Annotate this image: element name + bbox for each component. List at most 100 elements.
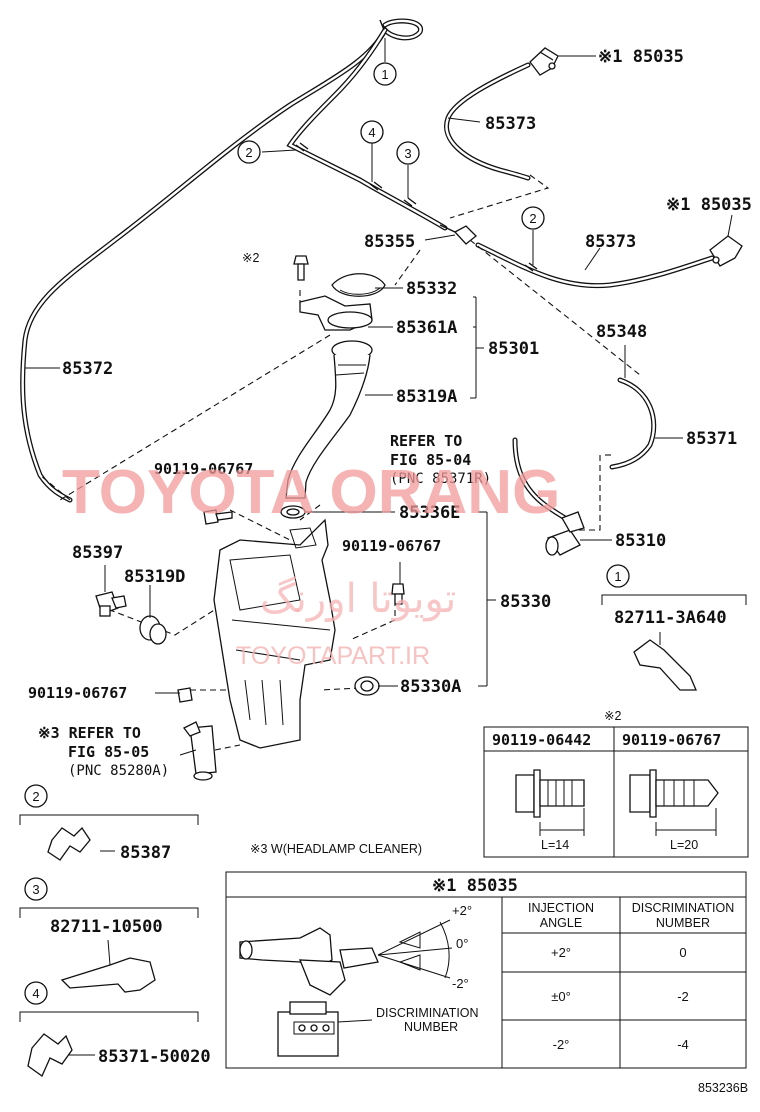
- nozzle-angle-plus2: +2°: [452, 903, 472, 918]
- callout-4: 4: [360, 120, 384, 144]
- guide-lines: [39, 174, 641, 751]
- callout-2a: 2: [237, 140, 261, 164]
- tank-85330: [213, 518, 336, 749]
- hose-85372: [20, 18, 423, 503]
- label-85330: 85330: [500, 592, 551, 612]
- joint-85355: [439, 224, 477, 245]
- label-85301: 85301: [488, 339, 539, 359]
- refer1-line1: REFER TO: [390, 432, 462, 450]
- bolt-table-len2: L=20: [670, 838, 698, 852]
- bolt-table-len1: L=14: [541, 838, 569, 852]
- label-85371-50020: 85371-50020: [98, 1047, 211, 1067]
- nozzle-disc-caption-1: DISCRIMINATION: [376, 1006, 479, 1020]
- legend-1-num: 1: [614, 569, 621, 584]
- refer1-line2: FIG 85-04: [390, 451, 471, 469]
- inlet-85319A: [285, 340, 373, 499]
- hose-85373-mid: [475, 242, 715, 289]
- grommet-85330A: [354, 676, 380, 696]
- oring-85336E: [280, 505, 306, 519]
- hose-85371-refer: [512, 437, 568, 521]
- nozzle-table-title: ※1 85035: [432, 876, 518, 896]
- legend-2: 2 85387: [19, 784, 199, 863]
- headlamp-note: ※3 W(HEADLAMP CLEANER): [250, 842, 422, 856]
- cap-85332: [331, 273, 386, 297]
- refer1-line3: (PNC 85371R): [390, 471, 491, 487]
- nozzle-row3-disc: -4: [677, 1037, 689, 1052]
- label-85319A: 85319A: [396, 387, 457, 407]
- bolt-table-col2: 90119-06767: [622, 731, 721, 749]
- bolt-table: ※2 90119-06442 90119-06767 L=14 L=20: [483, 709, 749, 858]
- nozzle-row2-disc: -2: [677, 989, 689, 1004]
- nozzle-85035-top: [529, 47, 559, 76]
- nozzle-row1-angle: +2°: [551, 945, 571, 960]
- legend-4: 4 85371-50020: [19, 981, 211, 1077]
- refer2-line3: (PNC 85280A): [68, 763, 169, 779]
- callout-3-text: 3: [404, 146, 411, 161]
- legend-3: 3 82711-10500: [19, 877, 199, 993]
- bracket-85361A: [299, 295, 373, 331]
- callout-3: 3: [396, 141, 420, 165]
- hose-85373-top: [444, 62, 531, 181]
- nozzle-row3-angle: -2°: [553, 1037, 570, 1052]
- grommet-85319D: [139, 615, 167, 645]
- callout-1-text: 1: [381, 67, 388, 82]
- nozzle-angle-0: 0°: [456, 936, 468, 951]
- legend-4-num: 4: [32, 986, 39, 1001]
- refer2-line2: FIG 85-05: [68, 743, 149, 761]
- bolt-90119-a: [203, 509, 233, 525]
- label-85387: 85387: [120, 843, 171, 863]
- hose-85372-b: [286, 27, 448, 231]
- leader-lines: [25, 38, 733, 1056]
- label-85310: 85310: [615, 531, 666, 551]
- label-82711-10500: 82711-10500: [50, 917, 163, 937]
- nozzle-table: ※1 85035 INJECTION ANGLE DISCRIMINATION …: [225, 871, 747, 1069]
- legend-1: 1 82711-3A640: [601, 564, 747, 691]
- label-85035-top: ※1 85035: [598, 47, 684, 67]
- hose-clips: [295, 19, 538, 272]
- nozzle-row2-angle: ±0°: [551, 989, 571, 1004]
- label-85319D: 85319D: [124, 567, 185, 587]
- refer2-line1: ※3 REFER TO: [38, 724, 141, 742]
- hose-85371: [609, 377, 657, 470]
- label-85355: 85355: [364, 232, 415, 252]
- bolt-star2: [293, 255, 309, 281]
- label-bolt-90119-a: 90119-06767: [154, 460, 253, 478]
- callout-2b-text: 2: [529, 211, 536, 226]
- legend-3-num: 3: [32, 882, 39, 897]
- label-bolt-90119-b: 90119-06767: [342, 537, 441, 555]
- label-85371: 85371: [686, 429, 737, 449]
- nozzle-header-disc-2: NUMBER: [656, 916, 710, 930]
- label-85373-mid: 85373: [585, 232, 636, 252]
- nozzle-disc-caption-2: NUMBER: [404, 1020, 458, 1034]
- label-85373-top: 85373: [485, 114, 536, 134]
- callout-1: 1: [373, 62, 397, 86]
- nozzle-row1-disc: 0: [679, 945, 686, 960]
- label-85336E: 85336E: [399, 503, 460, 523]
- label-85361A: 85361A: [396, 318, 457, 338]
- nozzle-85035-right: [709, 235, 743, 267]
- label-85035-right: ※1 85035: [666, 195, 752, 215]
- motor-85310: [545, 511, 585, 556]
- label-85332: 85332: [406, 279, 457, 299]
- nozzle-header-angle-2: ANGLE: [540, 916, 582, 930]
- callout-4-text: 4: [368, 125, 375, 140]
- callout-2b: 2: [521, 206, 545, 230]
- bolt-table-col1: 90119-06442: [492, 731, 591, 749]
- watermark-persian: تویوتا اورنگ: [260, 576, 456, 622]
- callout-2a-text: 2: [245, 145, 252, 160]
- label-bolt-90119-c: 90119-06767: [28, 684, 127, 702]
- pump-85397: [95, 591, 127, 617]
- label-85330A: 85330A: [400, 677, 461, 697]
- headlamp-pump: [183, 721, 217, 781]
- bolt-table-mark: ※2: [604, 709, 621, 723]
- nozzle-header-disc-1: DISCRIMINATION: [632, 901, 735, 915]
- nozzle-header-angle-1: INJECTION: [528, 901, 594, 915]
- watermark-main: TOYOTA ORANG: [62, 458, 560, 527]
- label-85397: 85397: [72, 543, 123, 563]
- label-85372: 85372: [62, 359, 113, 379]
- label-85348: 85348: [596, 322, 647, 342]
- nozzle-angle-minus2: -2°: [452, 976, 469, 991]
- label-star2-bolt: ※2: [242, 251, 259, 265]
